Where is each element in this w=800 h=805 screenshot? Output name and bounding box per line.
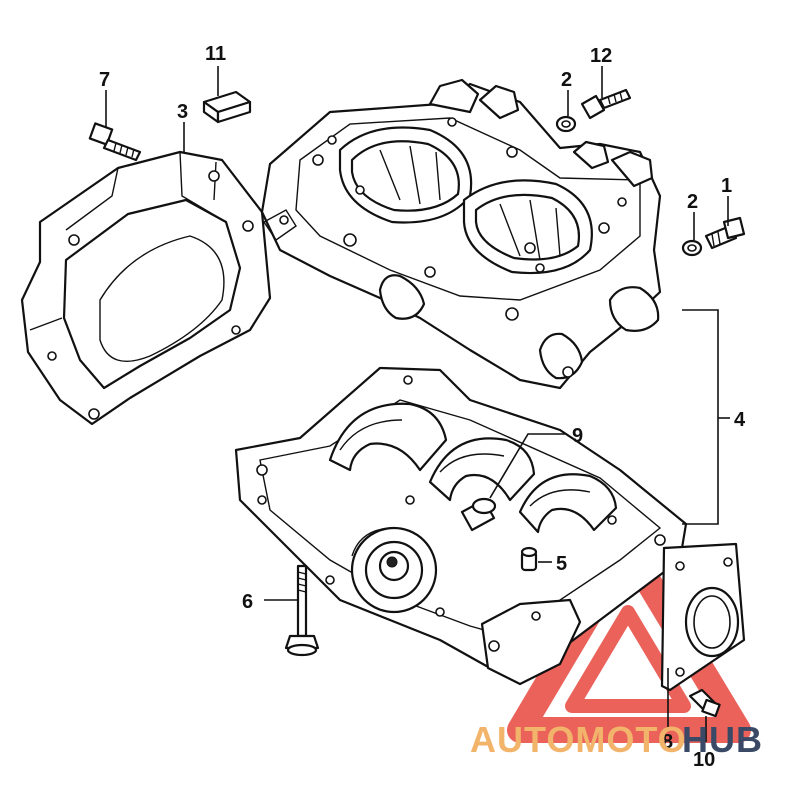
callout-9: 9 xyxy=(572,425,583,447)
callout-11: 11 xyxy=(205,43,226,65)
clip-part xyxy=(202,90,252,124)
callout-1: 1 xyxy=(721,175,732,197)
washer-part-2a xyxy=(555,115,577,133)
watermark-text: AUTOMOTO HUB xyxy=(470,719,763,760)
callout-labels: 1 2 2 3 4 5 6 7 8 9 10 11 12 xyxy=(99,43,746,771)
bolt-part-7 xyxy=(88,122,142,162)
callout-2a: 2 xyxy=(561,69,572,91)
callout-6: 6 xyxy=(242,591,253,613)
callout-2b: 2 xyxy=(687,191,698,213)
callout-8: 8 xyxy=(662,731,673,753)
flywheel-housing xyxy=(20,150,272,426)
bolt-part-1 xyxy=(704,216,746,250)
fitting-part-12 xyxy=(580,88,632,120)
watermark-hub: HUB xyxy=(682,719,763,760)
callout-5: 5 xyxy=(556,553,567,575)
leader-lines xyxy=(105,66,730,742)
watermark-automoto: AUTOMOTO xyxy=(470,719,687,760)
callout-12: 12 xyxy=(590,45,612,67)
callout-3: 3 xyxy=(177,101,188,123)
washer-part-2b xyxy=(681,239,703,257)
stud-part-6 xyxy=(284,564,320,657)
upper-crankcase xyxy=(260,78,662,390)
callout-7: 7 xyxy=(99,69,110,91)
bolt-part-10 xyxy=(688,688,721,718)
cover-plate-part-8 xyxy=(660,542,746,692)
callout-10: 10 xyxy=(693,749,715,771)
lower-crankcase xyxy=(234,366,688,686)
callout-4: 4 xyxy=(734,409,746,431)
